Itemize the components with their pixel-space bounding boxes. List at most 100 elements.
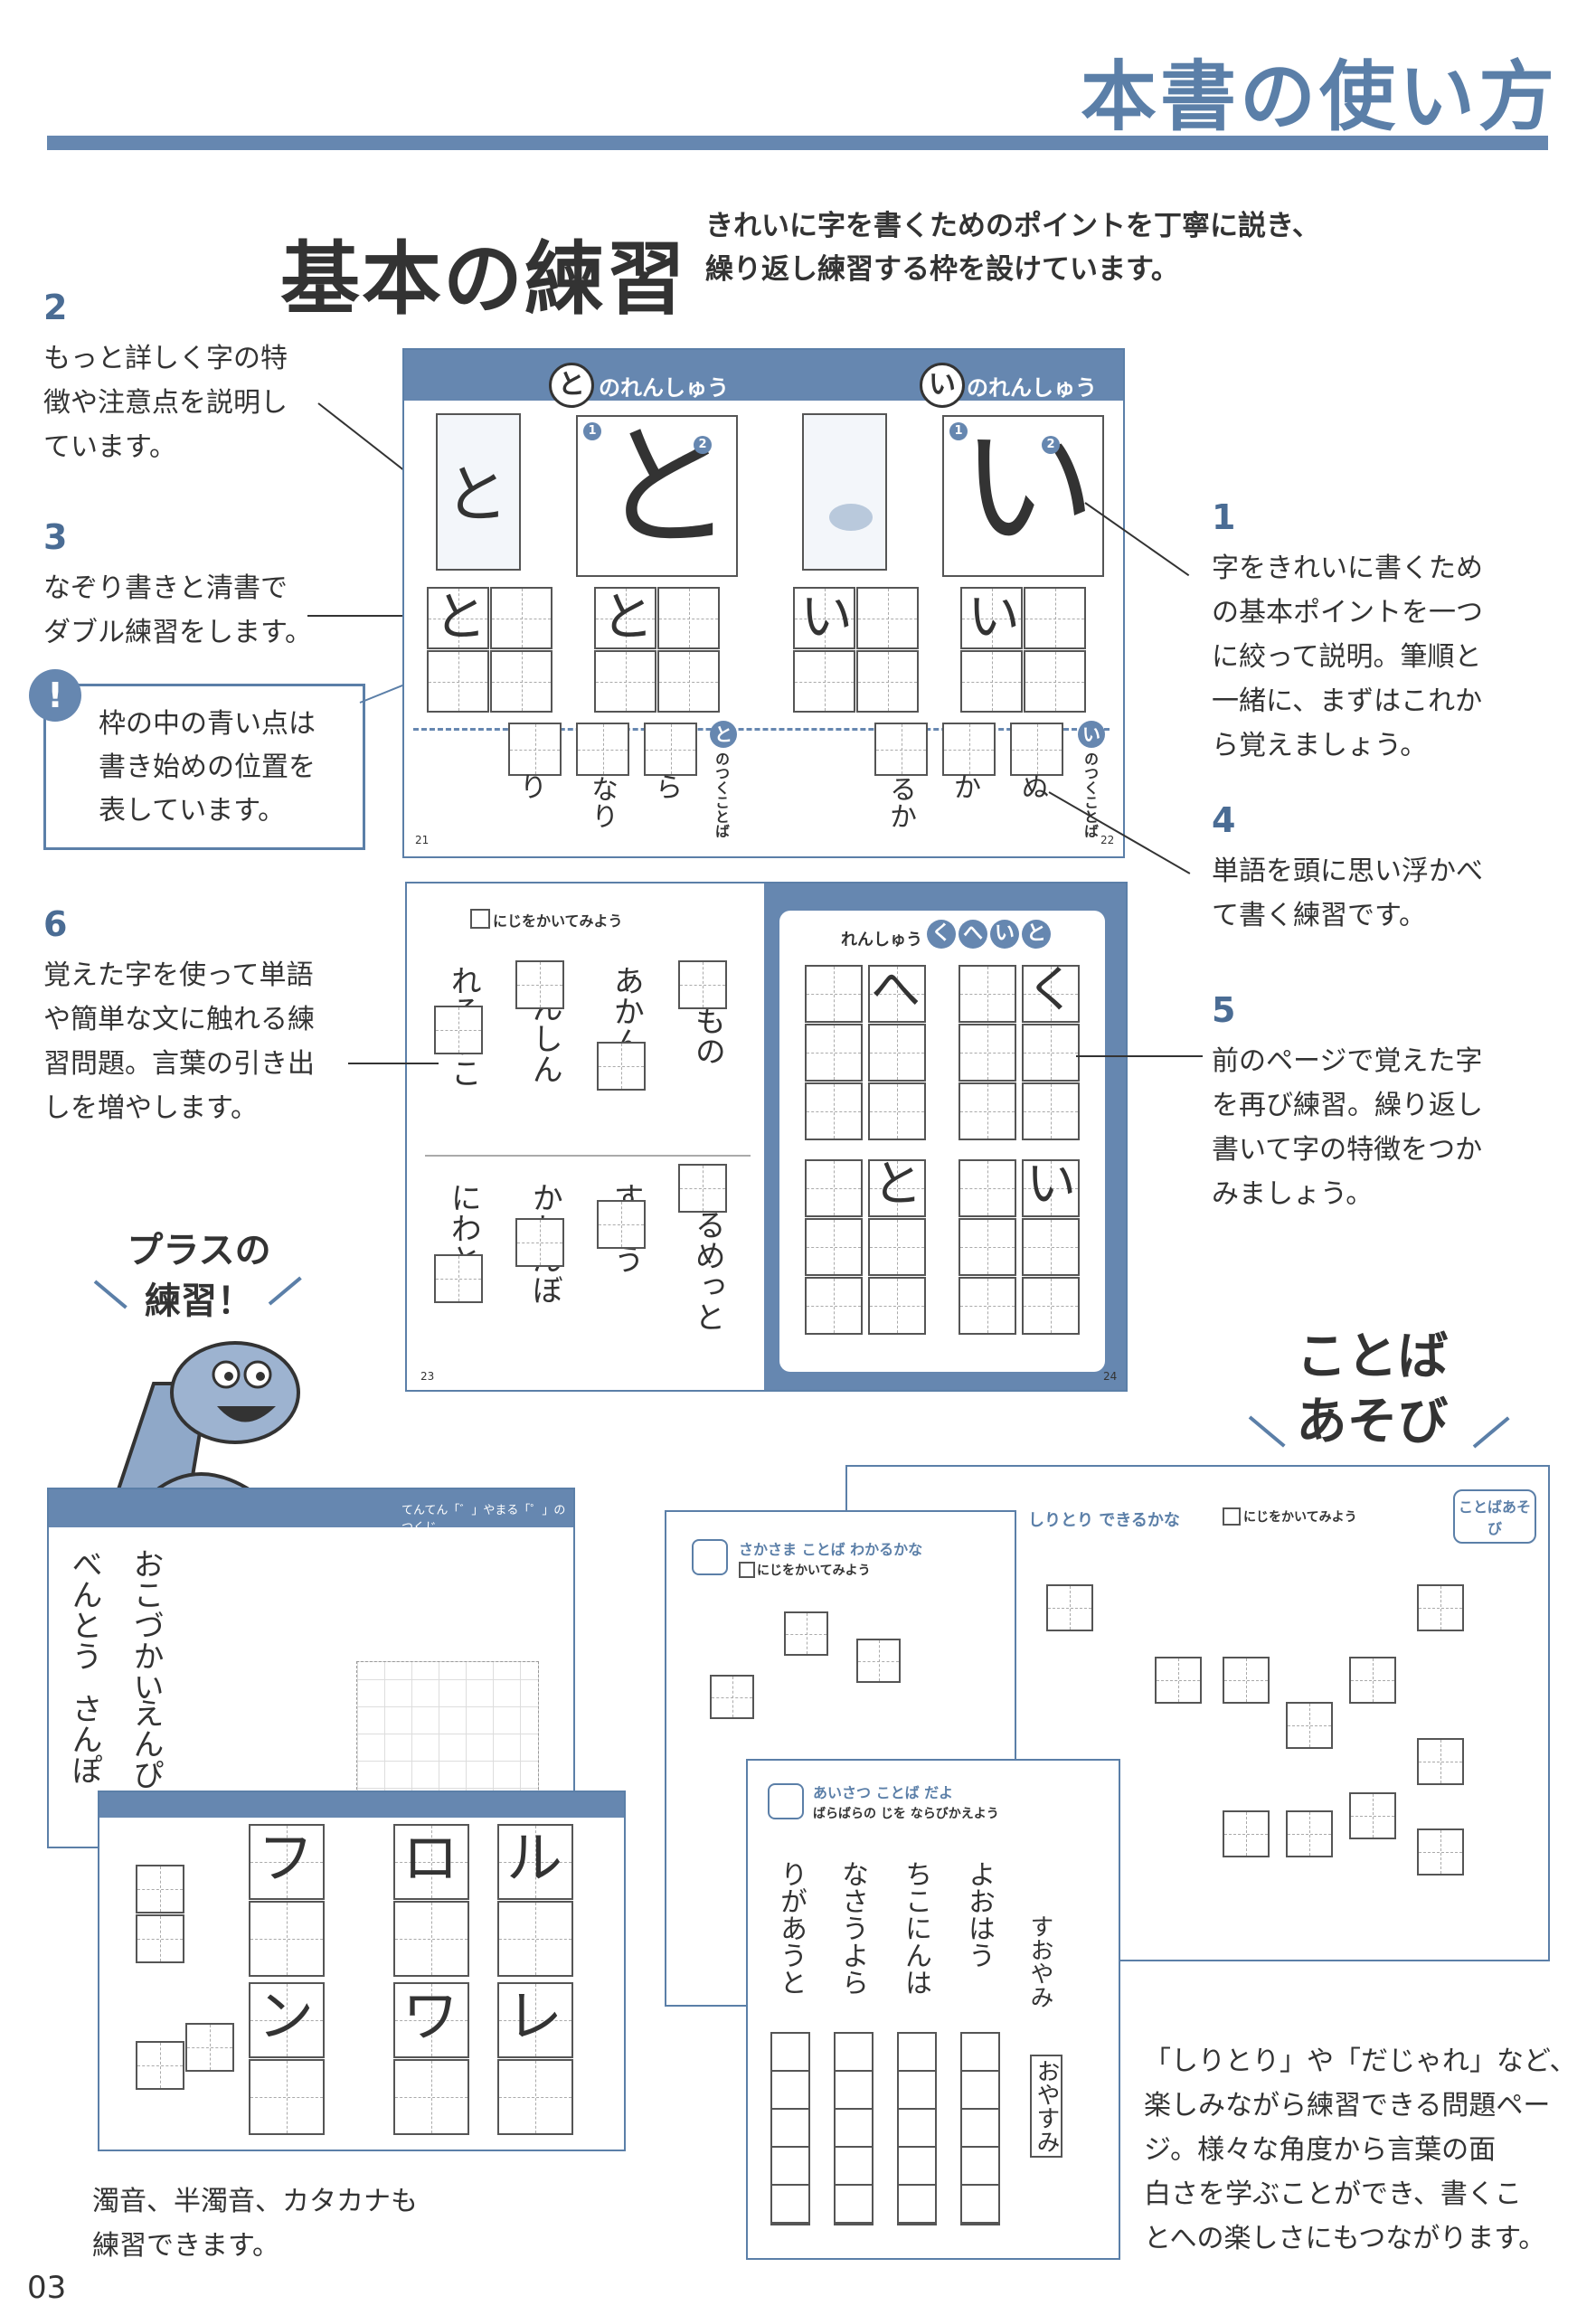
katakana-cell[interactable] — [497, 2059, 573, 2135]
katakana-cell[interactable] — [497, 1901, 573, 1977]
practice-cell[interactable] — [1024, 650, 1086, 713]
practice-cell[interactable] — [1024, 587, 1086, 649]
practice-cell[interactable] — [960, 587, 1023, 649]
basic-intro-line2: 繰り返し練習する枠を設けています。 — [705, 253, 1179, 286]
word-cell[interactable] — [597, 1200, 646, 1249]
katakana-cell[interactable] — [393, 1901, 469, 1977]
word-cell[interactable] — [644, 723, 697, 776]
review-cell[interactable] — [868, 965, 926, 1023]
review-cell[interactable] — [805, 1218, 863, 1276]
kotoba-title-line2: あそび — [1296, 1393, 1449, 1451]
shiritori-cell[interactable] — [1223, 1657, 1270, 1704]
kotoba-badge-small — [768, 1783, 804, 1819]
review-cell[interactable] — [959, 1024, 1016, 1082]
review-cell[interactable] — [868, 1159, 926, 1217]
word-cell[interactable] — [576, 723, 629, 776]
review-cell[interactable] — [805, 1277, 863, 1335]
tsuku-label-right: のつくことば — [1081, 751, 1099, 838]
review-cell[interactable] — [959, 1277, 1016, 1335]
shiritori-cell[interactable] — [1046, 1584, 1093, 1631]
sakasama-cell[interactable] — [784, 1611, 828, 1656]
word-cell[interactable] — [1010, 723, 1063, 776]
review-cell[interactable] — [1022, 1159, 1080, 1217]
plus-caption: 濁音、半濁音、カタカナも 練習できます。 — [92, 2179, 418, 2268]
practice-cell[interactable] — [594, 650, 656, 713]
word-cell[interactable] — [678, 960, 727, 1009]
review-cell[interactable] — [868, 1218, 926, 1276]
katakana-cell[interactable] — [249, 1982, 325, 2058]
word-cell[interactable] — [597, 1042, 646, 1091]
shiritori-cell[interactable] — [1286, 1702, 1333, 1749]
shiritori-cell[interactable] — [1223, 1810, 1270, 1857]
sakasama-cell[interactable] — [856, 1639, 901, 1683]
word-cell[interactable] — [874, 723, 928, 776]
practice-cell[interactable] — [657, 650, 720, 713]
checkbox-icon[interactable] — [1223, 1507, 1241, 1526]
review-cell[interactable] — [805, 1082, 863, 1140]
big-box-to — [576, 415, 738, 577]
katakana-cell[interactable] — [136, 2041, 184, 2090]
word-cell[interactable] — [942, 723, 996, 776]
practice-cell[interactable] — [427, 650, 489, 713]
checkbox-icon[interactable] — [470, 909, 490, 929]
shiritori-cell[interactable] — [1349, 1792, 1396, 1839]
review-cell[interactable] — [1022, 1277, 1080, 1335]
katakana-cell[interactable] — [136, 1914, 184, 1963]
aisatsu-answer: おやすみ — [1030, 2055, 1062, 2158]
word-cell[interactable] — [678, 1164, 727, 1213]
practice-cell[interactable] — [490, 587, 552, 649]
shiritori-cell[interactable] — [1155, 1657, 1202, 1704]
practice-cell[interactable] — [490, 650, 552, 713]
katakana-cell[interactable] — [249, 1824, 325, 1900]
practice-cell[interactable] — [793, 587, 855, 649]
spread-1-header-band — [404, 350, 1123, 401]
review-cell[interactable] — [1022, 1024, 1080, 1082]
review-cell[interactable] — [959, 965, 1016, 1023]
callout-1-line: 一緒に、まずはこれか — [1212, 685, 1483, 717]
practice-cell[interactable] — [793, 650, 855, 713]
review-cell[interactable] — [868, 1277, 926, 1335]
shiritori-cell[interactable] — [1349, 1657, 1396, 1704]
review-cell[interactable] — [1022, 1082, 1080, 1140]
checkbox-icon[interactable] — [739, 1562, 755, 1578]
review-cell[interactable] — [959, 1218, 1016, 1276]
review-cell[interactable] — [959, 1159, 1016, 1217]
practice-cell[interactable] — [856, 587, 919, 649]
katakana-cell[interactable] — [249, 2059, 325, 2135]
word-cell[interactable] — [508, 723, 562, 776]
review-cell[interactable] — [805, 965, 863, 1023]
practice-cell[interactable] — [657, 587, 720, 649]
callout-3-number: 3 — [43, 517, 68, 557]
aisatsu-word: なさうよら — [836, 1860, 868, 1996]
shiritori-cell[interactable] — [1417, 1584, 1464, 1631]
word-cell[interactable] — [434, 1254, 483, 1303]
practice-cell[interactable] — [594, 587, 656, 649]
katakana-cell[interactable] — [393, 1824, 469, 1900]
practice-cell[interactable] — [856, 650, 919, 713]
shiritori-cell[interactable] — [1286, 1810, 1333, 1857]
callout-4-line: 単語を頭に思い浮かべ — [1212, 855, 1483, 887]
word-cell[interactable] — [434, 1006, 483, 1054]
shiritori-cell[interactable] — [1417, 1828, 1464, 1876]
word-cell[interactable] — [515, 960, 564, 1009]
katakana-cell[interactable] — [393, 1982, 469, 2058]
review-cell[interactable] — [868, 1024, 926, 1082]
review-cell[interactable] — [1022, 965, 1080, 1023]
practice-cell[interactable] — [427, 587, 489, 649]
review-cell[interactable] — [1022, 1218, 1080, 1276]
katakana-cell[interactable] — [497, 1982, 573, 2058]
review-cell[interactable] — [805, 1159, 863, 1217]
katakana-cell[interactable] — [393, 2059, 469, 2135]
review-cell[interactable] — [868, 1082, 926, 1140]
word-cell[interactable] — [515, 1218, 564, 1267]
katakana-cell[interactable] — [249, 1901, 325, 1977]
shiritori-cell[interactable] — [1417, 1738, 1464, 1785]
review-cell[interactable] — [959, 1082, 1016, 1140]
practice-cell[interactable] — [960, 650, 1023, 713]
katakana-cell[interactable] — [497, 1824, 573, 1900]
katakana-cell[interactable] — [185, 2023, 234, 2072]
katakana-cell[interactable] — [136, 1865, 184, 1913]
review-cell[interactable] — [805, 1024, 863, 1082]
callout-5-line: 前のページで覚えた字 — [1212, 1045, 1483, 1077]
sakasama-cell[interactable] — [710, 1675, 754, 1719]
